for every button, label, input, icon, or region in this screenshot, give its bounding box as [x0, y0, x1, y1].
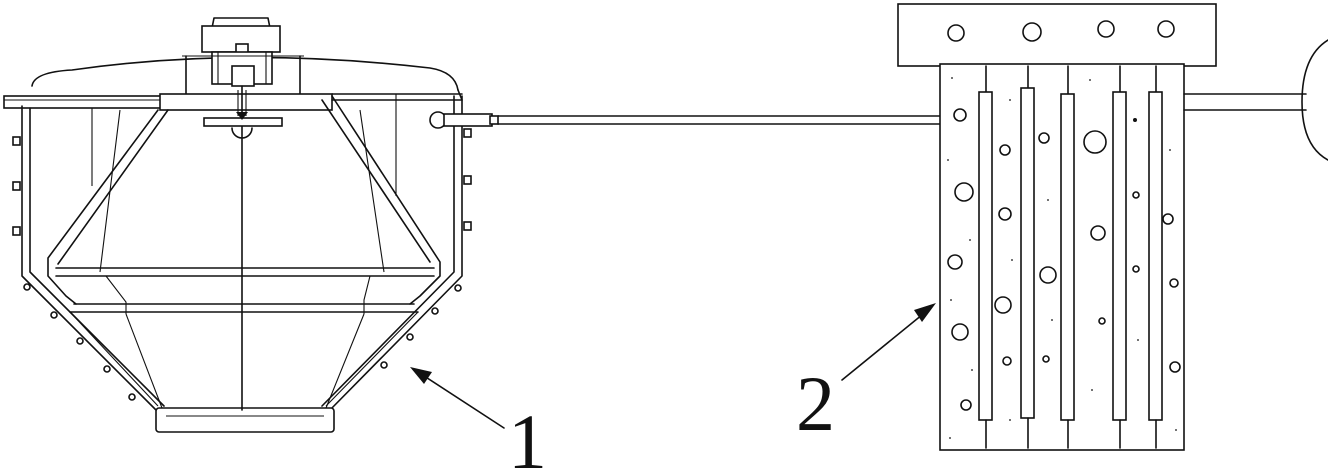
outer-shell: [21, 95, 463, 413]
tank-base: [155, 407, 335, 433]
tank-outlet: [429, 111, 499, 129]
tank-rim: [3, 93, 463, 111]
right-studs: [463, 128, 472, 231]
label-part-2: 2: [796, 360, 835, 447]
slope-bolts: [23, 283, 462, 401]
callout-2: 2: [796, 303, 936, 447]
bubbles: [947, 108, 1181, 411]
left-studs: [12, 136, 21, 236]
inner-cone: [47, 94, 441, 409]
motor-assembly: [182, 17, 304, 97]
electrodes: [978, 65, 1163, 449]
connecting-pipe: [497, 115, 941, 125]
unit-outlet: [1183, 39, 1328, 161]
stirrer: [203, 85, 283, 411]
component-2-unit: 2: [796, 3, 1328, 451]
speckle-texture: [947, 77, 1177, 439]
label-part-1: 1: [508, 398, 547, 472]
component-1-tank: 1: [3, 17, 547, 472]
callout-1: 1: [410, 367, 547, 472]
